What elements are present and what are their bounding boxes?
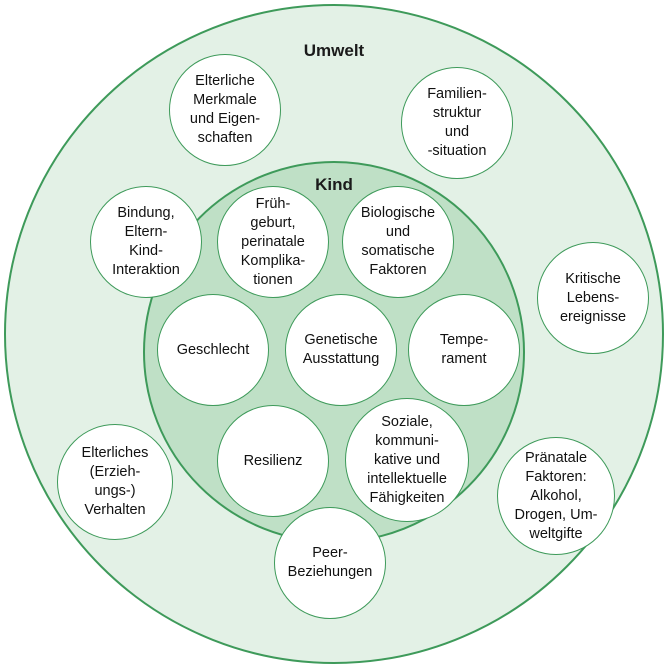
- node-elterliches-verhalten: Elterliches (Erzieh- ungs-) Verhalten: [57, 424, 173, 540]
- child-label: Kind: [315, 175, 353, 194]
- environment-label: Umwelt: [303, 41, 365, 60]
- node-label: Peer- Beziehungen: [287, 545, 373, 580]
- node-soziale-faehigkeiten: Soziale, kommuni- kative und intellektue…: [345, 398, 469, 522]
- node-label: Biologische und somatische Faktoren: [360, 205, 436, 278]
- node-label: Bindung, Eltern- Kind- Interaktion: [112, 205, 180, 278]
- node-elterliche-merkmale: Elterliche Merkmale und Eigen- schaften: [169, 54, 281, 166]
- node-peer-beziehungen: Peer- Beziehungen: [274, 507, 386, 619]
- node-label: Soziale, kommuni- kative und intellektue…: [367, 413, 447, 506]
- node-label: Elterliche Merkmale und Eigen- schaften: [189, 73, 261, 146]
- node-genetische-ausstattung: Genetische Ausstattung: [285, 294, 397, 406]
- node-label: Genetische Ausstattung: [302, 332, 380, 367]
- node-label: Familien- struktur und -situation: [427, 86, 487, 159]
- node-label: Geschlecht: [176, 341, 250, 358]
- node-label: Tempe- rament: [439, 332, 489, 367]
- node-temperament: Tempe- rament: [408, 294, 520, 406]
- node-familienstruktur: Familien- struktur und -situation: [401, 67, 513, 179]
- node-fruehgeburt: Früh- geburt, perinatale Komplika- tione…: [217, 186, 329, 298]
- node-label: Elterliches (Erzieh- ungs-) Verhalten: [81, 445, 149, 518]
- node-biologische-faktoren: Biologische und somatische Faktoren: [342, 186, 454, 298]
- node-bindung: Bindung, Eltern- Kind- Interaktion: [90, 186, 202, 298]
- node-praenatale-faktoren: Pränatale Faktoren: Alkohol, Drogen, Um-…: [497, 437, 615, 555]
- node-resilienz: Resilienz: [217, 405, 329, 517]
- node-geschlecht: Geschlecht: [157, 294, 269, 406]
- node-kritische-lebensereignisse: Kritische Lebens- ereignisse: [537, 242, 649, 354]
- node-label: Pränatale Faktoren: Alkohol, Drogen, Um-…: [514, 449, 598, 542]
- node-label: Resilienz: [243, 452, 303, 469]
- node-label: Früh- geburt, perinatale Komplika- tione…: [240, 195, 306, 288]
- node-label: Kritische Lebens- ereignisse: [559, 270, 627, 325]
